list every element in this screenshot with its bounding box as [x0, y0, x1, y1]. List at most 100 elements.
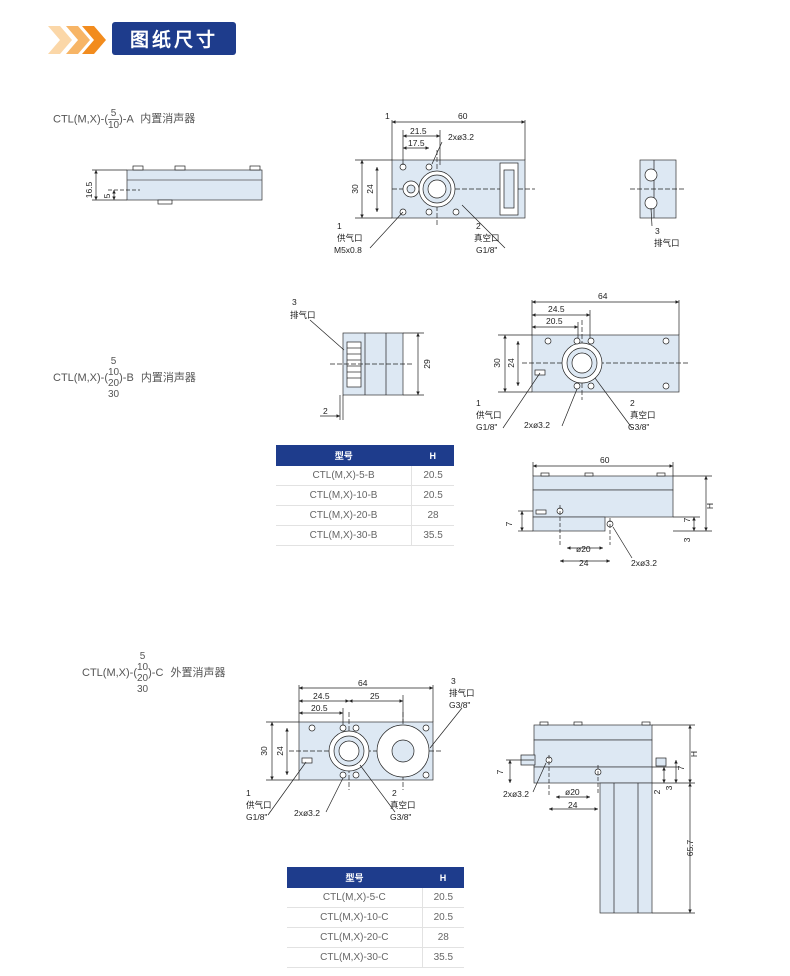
table-cell-model: CTL(M,X)-20-C: [287, 927, 423, 948]
c-top-holes: 2xø3.2: [294, 808, 320, 818]
c-front-dim-h: H: [689, 751, 699, 757]
c-front-dim-7a: 7: [495, 769, 505, 774]
a-side-dim-16-5: 16.5: [84, 181, 94, 198]
table-cell-h: 28: [422, 927, 464, 948]
c-top-dim-20-5: 20.5: [311, 703, 328, 713]
model-c-opt-2: 20: [137, 673, 149, 684]
b-side-dim-29: 29: [422, 359, 432, 369]
model-b-prefix: CTL(M,X)-(: [53, 371, 108, 384]
page-title: 图纸尺寸: [112, 22, 236, 55]
b-port1-num: 1: [476, 398, 481, 408]
table-cell-h: 20.5: [411, 485, 454, 506]
c-front-dim-2: 2: [652, 789, 662, 794]
table-header-model: 型号: [276, 445, 412, 466]
table-header-model: 型号: [287, 867, 423, 888]
drawing-a-end-view: [630, 159, 684, 227]
table-cell-h: 28: [411, 505, 454, 526]
b-top-holes: 2xø3.2: [524, 420, 550, 430]
model-c-suffix: )-C: [148, 666, 164, 679]
b-port2-num: 2: [630, 398, 635, 408]
table-cell-model: CTL(M,X)-10-B: [276, 485, 413, 506]
a-side-dim-5: 5: [102, 193, 112, 198]
b-port1-size: G1/8": [476, 422, 497, 432]
c-front-dim-o20: ø20: [565, 787, 580, 797]
b-top-dim-24-5: 24.5: [548, 304, 565, 314]
model-a-frac-bottom: 10: [108, 120, 120, 131]
a-top-dim-24: 24: [365, 184, 375, 194]
model-b-suffix: )-B: [119, 371, 134, 384]
table-cell-model: CTL(M,X)-20-B: [276, 505, 413, 526]
c-port1-name: 供气口: [246, 800, 272, 810]
b-front-dim-h: H: [705, 503, 715, 509]
b-port3-num: 3: [292, 297, 297, 307]
c-port1-size: G1/8": [246, 812, 267, 822]
table-cell-h: 20.5: [422, 888, 464, 908]
a-top-dim-17-5: 17.5: [408, 138, 425, 148]
a-top-dim-60: 60: [458, 111, 468, 121]
table-header-h: H: [422, 867, 464, 888]
b-port2-size: G3/8": [628, 422, 649, 432]
drawing-b-side-view: [309, 319, 424, 420]
b-front-dim-24: 24: [579, 558, 589, 568]
b-top-dim-20-5: 20.5: [546, 316, 563, 326]
b-top-dim-64: 64: [598, 291, 608, 301]
model-b-desc: 内置消声器: [140, 371, 196, 384]
table-cell-h: 20.5: [422, 907, 464, 928]
c-front-dim-3: 3: [664, 785, 674, 790]
c-front-dim-7b: 7: [676, 765, 686, 770]
c-port3-name: 排气口: [449, 688, 475, 698]
a-port3-name: 排气口: [654, 238, 680, 248]
table-cell-h: 20.5: [411, 466, 454, 486]
table-cell-model: CTL(M,X)-10-C: [287, 907, 423, 928]
a-port2-num: 2: [476, 221, 481, 231]
c-front-dim-65-7: 65.7: [685, 839, 695, 856]
b-port2-name: 真空口: [630, 410, 656, 420]
table-header-row: 型号 H: [287, 867, 464, 888]
model-b-opt-0: 5: [110, 356, 117, 367]
model-a-suffix: )-A: [119, 113, 134, 126]
b-front-dim-o20: ø20: [576, 544, 591, 554]
chevron-arrows-icon: [48, 26, 106, 54]
model-c-opt-1: 10: [137, 662, 149, 673]
b-top-dim-30: 30: [492, 358, 502, 368]
model-b-opt-3: 30: [108, 389, 120, 400]
b-front-dim-60: 60: [600, 455, 610, 465]
a-top-dim-30: 30: [350, 184, 360, 194]
drawing-a-side-view: [92, 165, 263, 205]
c-port3-num: 3: [451, 676, 456, 686]
model-b-opt-2: 20: [108, 378, 120, 389]
a-port1-index: 1: [385, 111, 390, 121]
drawing-b-front-view: [518, 462, 712, 563]
c-front-holes: 2xø3.2: [503, 789, 529, 799]
c-top-dim-30: 30: [259, 746, 269, 756]
c-front-dim-24: 24: [568, 800, 578, 810]
c-port1-num: 1: [246, 788, 251, 798]
table-header-row: 型号 H: [276, 445, 454, 466]
drawing-c-top-view: [266, 685, 463, 816]
a-port1-name: 供气口: [337, 233, 363, 243]
a-port2-name: 真空口: [474, 233, 500, 243]
model-c-desc: 外置消声器: [170, 666, 226, 679]
model-a-desc: 内置消声器: [140, 113, 196, 126]
c-top-dim-24: 24: [275, 746, 285, 756]
model-a-frac-top: 5: [108, 108, 120, 120]
a-port1-size: M5x0.8: [334, 245, 362, 255]
c-top-dim-24-5: 24.5: [313, 691, 330, 701]
model-c-prefix: CTL(M,X)-(: [82, 666, 137, 679]
drawing-a-top-view: [355, 120, 535, 249]
